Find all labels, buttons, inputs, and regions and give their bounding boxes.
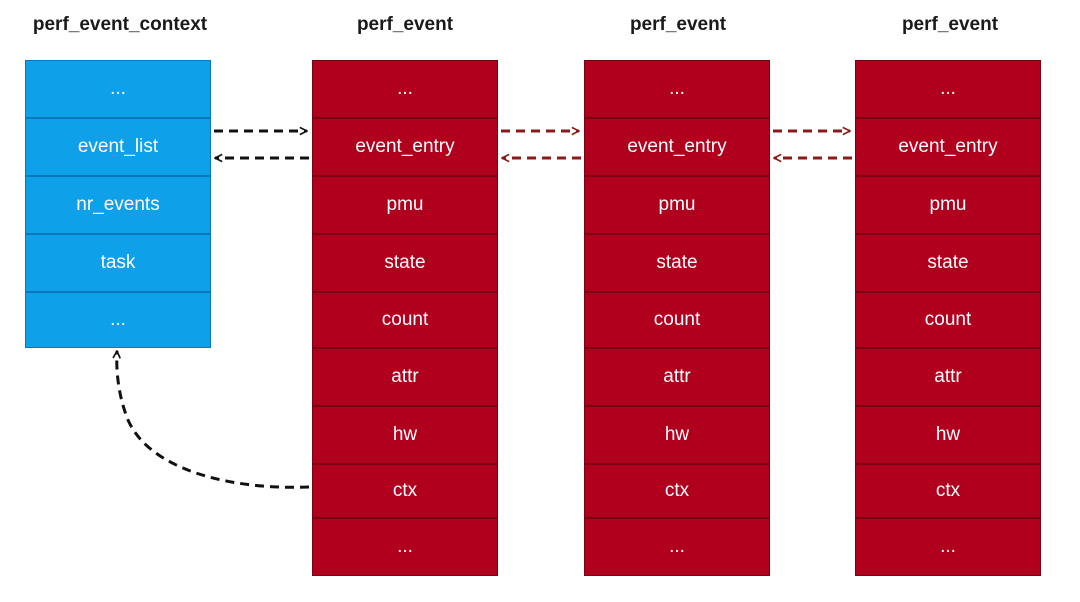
perf-event-context-struct: ... event_list nr_events task ... [25, 60, 211, 348]
event2-field-ellipsis-top: ... [584, 60, 770, 118]
event1-field-ellipsis-bottom: ... [312, 518, 498, 576]
event2-field-count: count [584, 292, 770, 348]
event-struct-title-1: perf_event [356, 14, 454, 35]
event2-field-ctx: ctx [584, 464, 770, 518]
event2-field-state: state [584, 234, 770, 292]
event-struct-title-2: perf_event [629, 14, 727, 35]
context-field-ellipsis-bottom: ... [25, 292, 211, 348]
context-struct-title: perf_event_context [32, 14, 208, 35]
event2-field-pmu: pmu [584, 176, 770, 234]
event3-field-pmu: pmu [855, 176, 1041, 234]
event3-field-ellipsis-top: ... [855, 60, 1041, 118]
perf-event-struct-2: ... event_entry pmu state count attr hw … [584, 60, 770, 576]
context-field-event-list: event_list [25, 118, 211, 176]
arrow-ctx-to-context [117, 351, 310, 489]
event1-field-attr: attr [312, 348, 498, 406]
perf-event-struct-1: ... event_entry pmu state count attr hw … [312, 60, 498, 576]
event1-field-state: state [312, 234, 498, 292]
event3-field-event-entry: event_entry [855, 118, 1041, 176]
event1-field-count: count [312, 292, 498, 348]
event3-field-ellipsis-bottom: ... [855, 518, 1041, 576]
event1-field-pmu: pmu [312, 176, 498, 234]
event3-field-hw: hw [855, 406, 1041, 464]
event3-field-state: state [855, 234, 1041, 292]
event-struct-title-3: perf_event [901, 14, 999, 35]
event1-field-event-entry: event_entry [312, 118, 498, 176]
event3-field-attr: attr [855, 348, 1041, 406]
event2-field-attr: attr [584, 348, 770, 406]
event2-field-ellipsis-bottom: ... [584, 518, 770, 576]
event1-field-hw: hw [312, 406, 498, 464]
context-field-task: task [25, 234, 211, 292]
event3-field-count: count [855, 292, 1041, 348]
event1-field-ctx: ctx [312, 464, 498, 518]
event1-field-ellipsis-top: ... [312, 60, 498, 118]
event2-field-event-entry: event_entry [584, 118, 770, 176]
event3-field-ctx: ctx [855, 464, 1041, 518]
perf-event-struct-3: ... event_entry pmu state count attr hw … [855, 60, 1041, 576]
context-field-ellipsis-top: ... [25, 60, 211, 118]
event2-field-hw: hw [584, 406, 770, 464]
context-field-nr-events: nr_events [25, 176, 211, 234]
